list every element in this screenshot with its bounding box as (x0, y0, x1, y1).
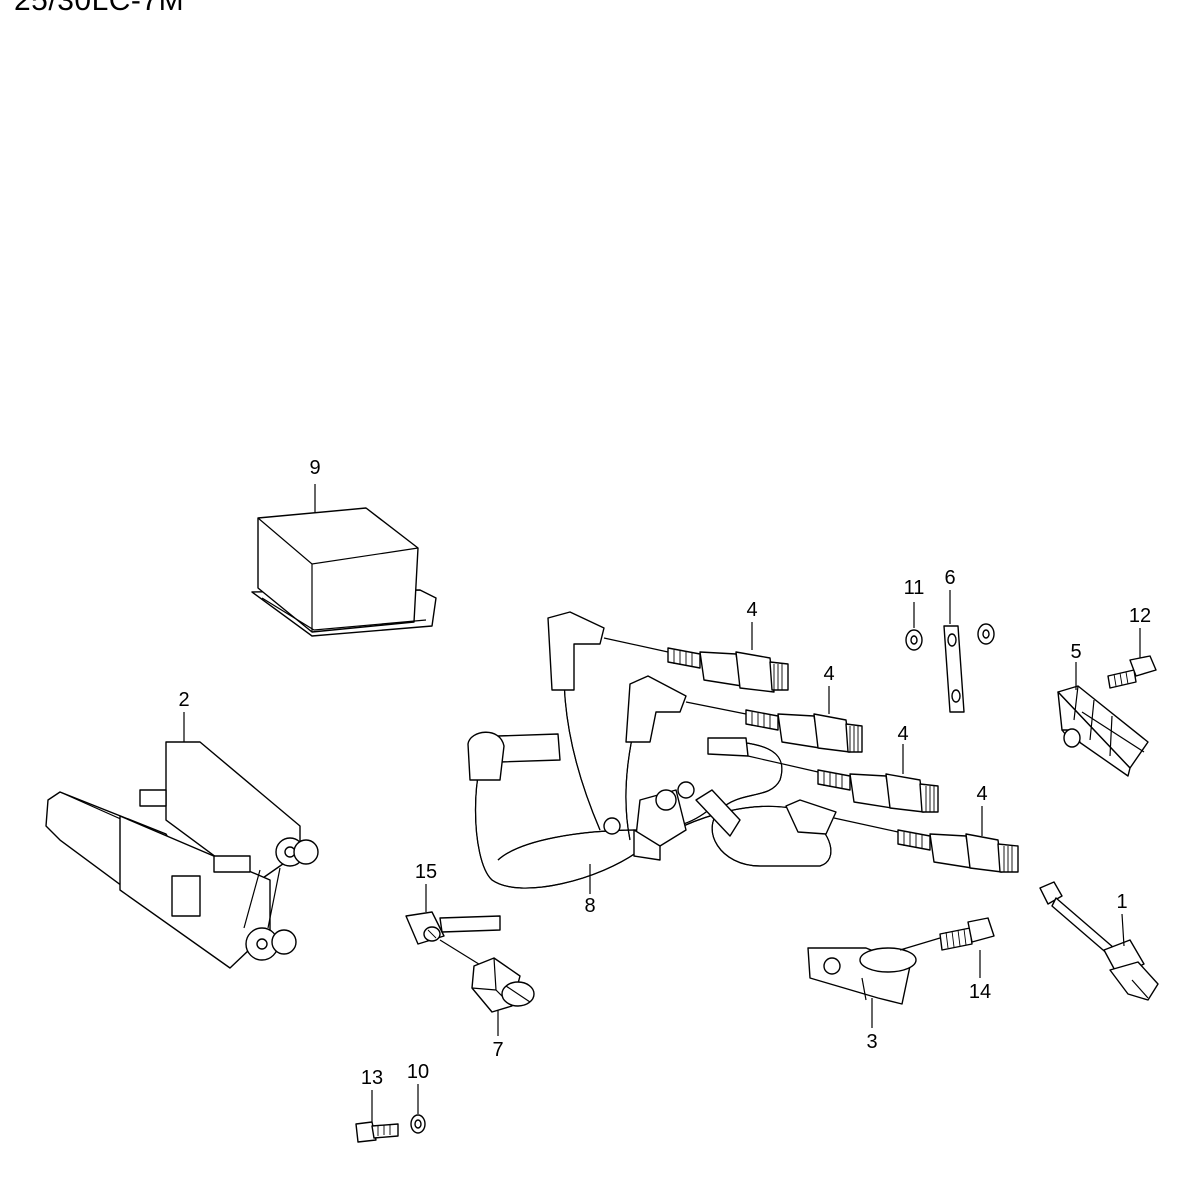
part-4-connector-c[interactable] (747, 755, 939, 813)
callout-4b[interactable]: 4 (823, 663, 834, 685)
part-12-bolt[interactable] (1107, 655, 1157, 689)
part-4-connector-b[interactable] (685, 701, 863, 753)
part-8-plug[interactable] (471, 957, 535, 1013)
callout-4a[interactable]: 4 (746, 599, 757, 621)
callout-7[interactable]: 6 (944, 567, 955, 589)
callout-9[interactable]: 9 (309, 457, 320, 479)
callout-13[interactable]: 13 (361, 1067, 383, 1089)
callout-2[interactable]: 2 (178, 689, 189, 711)
part-3-clamp[interactable] (807, 947, 917, 1005)
part-7-bracket[interactable] (943, 623, 995, 713)
callout-4d[interactable]: 4 (976, 783, 987, 805)
callout-14[interactable]: 14 (969, 981, 991, 1003)
part-2-controller[interactable] (45, 741, 319, 969)
part-15-fitting[interactable] (405, 911, 501, 945)
callout-11[interactable]: 11 (904, 577, 925, 599)
leader-1 (1121, 913, 1125, 947)
callout-15[interactable]: 15 (415, 861, 437, 883)
callout-6[interactable]: 8 (584, 895, 595, 917)
part-14-screw[interactable] (899, 917, 995, 951)
callout-12[interactable]: 12 (1129, 605, 1151, 627)
callout-8[interactable]: 7 (492, 1039, 503, 1061)
part-1-pressure-switch[interactable] (1039, 881, 1159, 1001)
part-4-connector-a[interactable] (603, 637, 789, 693)
part-11-washer[interactable] (905, 629, 923, 651)
callout-4c[interactable]: 4 (897, 723, 908, 745)
leader-15-8 (439, 939, 483, 967)
callout-1[interactable]: 1 (1116, 891, 1127, 913)
part-9-relay-box[interactable] (251, 507, 437, 637)
part-6-wire-harness[interactable] (467, 611, 837, 889)
model-title: 25/30LC-7M (14, 0, 185, 17)
callout-3[interactable]: 3 (866, 1031, 877, 1053)
part-13-bolt[interactable] (355, 1121, 399, 1143)
part-10-washer[interactable] (410, 1114, 426, 1134)
part-5-sensor[interactable] (1057, 685, 1149, 777)
callout-5[interactable]: 5 (1070, 641, 1081, 663)
part-4-connector-d[interactable] (833, 817, 1019, 873)
callout-10[interactable]: 10 (407, 1061, 429, 1083)
